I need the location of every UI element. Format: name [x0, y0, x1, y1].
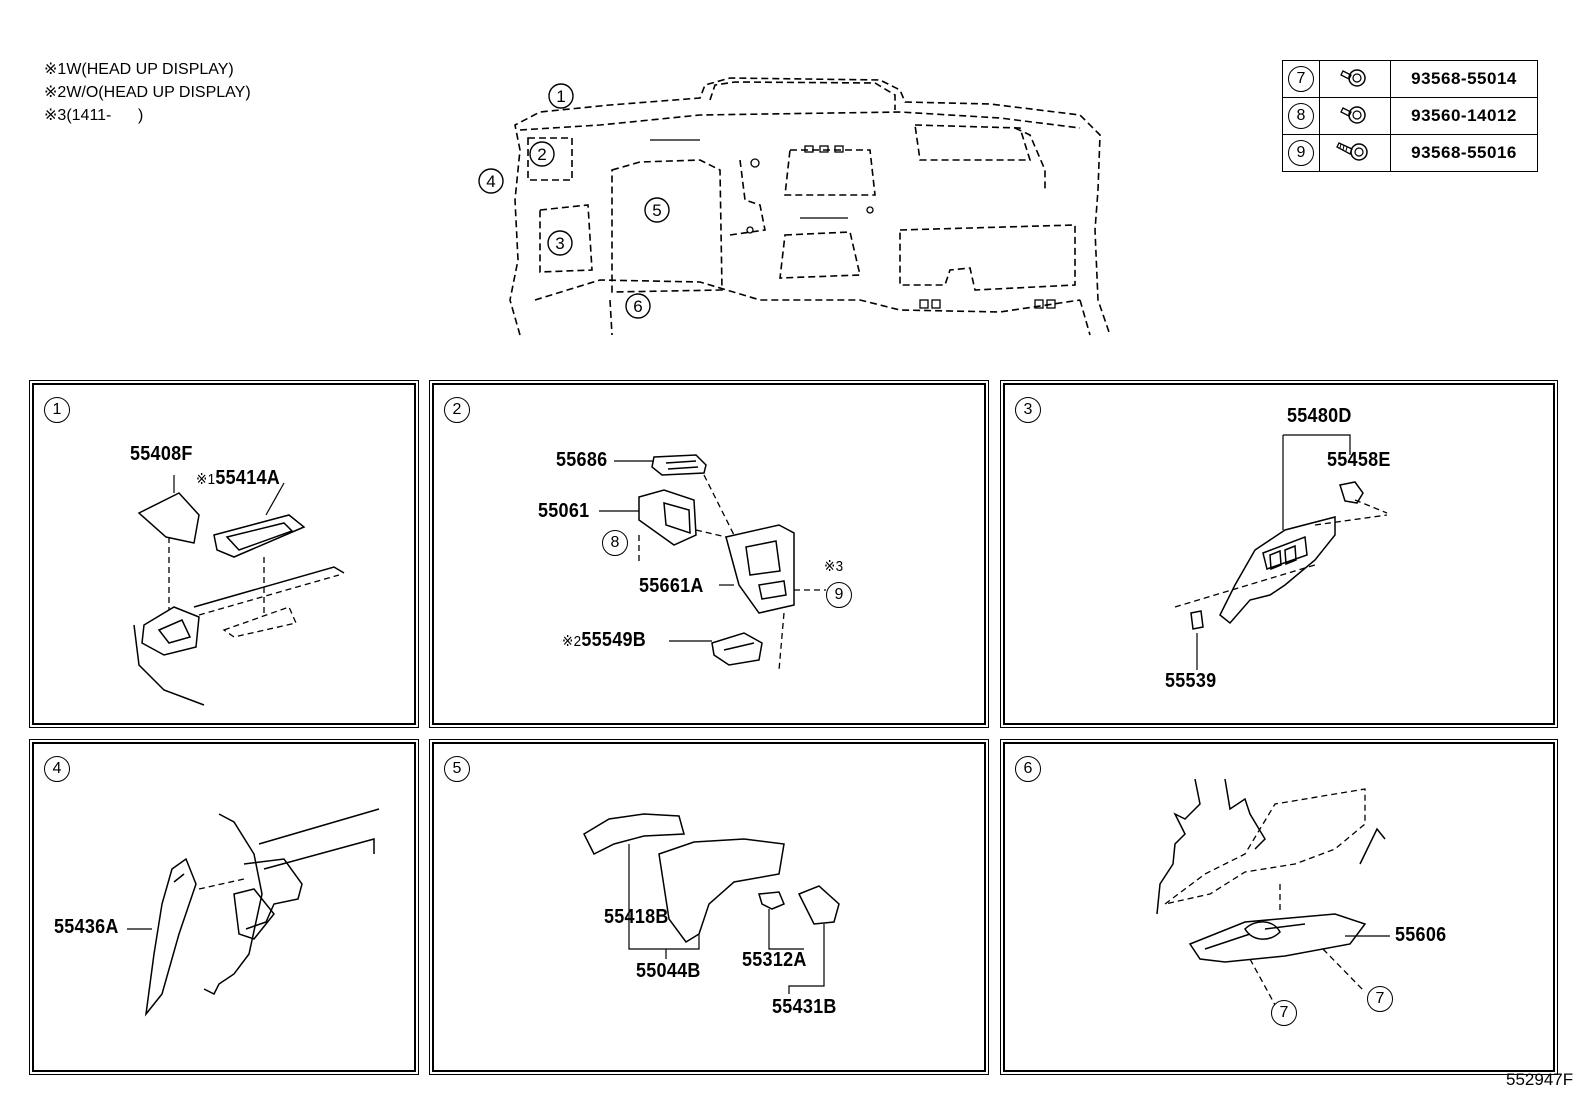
- note-3: ※3(1411- ): [44, 107, 144, 124]
- svg-text:2: 2: [537, 145, 546, 164]
- svg-text:6: 6: [633, 297, 642, 316]
- part-label-55539: 55539: [1165, 670, 1217, 692]
- fastener-ref-9: 9: [826, 582, 852, 608]
- svg-text:5: 5: [652, 201, 661, 220]
- panel-number: 6: [1015, 756, 1041, 782]
- part-label-55686: 55686: [556, 449, 608, 471]
- part-number: 93560-14012: [1390, 97, 1538, 135]
- part-label-55418B: 55418B: [604, 906, 669, 928]
- part-label-55549B: ※255549B: [562, 629, 647, 651]
- panel-number: 4: [44, 756, 70, 782]
- ref-circle: 8: [1288, 103, 1314, 129]
- callout-3: 3: [547, 230, 573, 256]
- ref-circle: 9: [1288, 140, 1314, 166]
- screw-icon: [1336, 141, 1368, 161]
- notes-block: ※1W(HEAD UP DISPLAY) ※2W/O(HEAD UP DISPL…: [44, 58, 251, 127]
- part-label-55606: 55606: [1395, 924, 1447, 946]
- bolt-icon: [1340, 68, 1366, 87]
- callout-2: 2: [529, 141, 555, 167]
- panel-4-drawing: [127, 808, 380, 1017]
- panel-number: 3: [1015, 397, 1041, 423]
- detail-panel-5: 5 55418B 55044B 55312A 55431B: [429, 739, 989, 1075]
- instrument-panel-overview: 1 2 3 4 5 6: [478, 77, 1111, 336]
- part-label-55431B: 55431B: [772, 996, 837, 1018]
- detail-panel-6: 6 55606 7 7: [1000, 739, 1558, 1075]
- part-label-55061: 55061: [538, 500, 590, 522]
- svg-text:4: 4: [486, 172, 495, 191]
- fastener-ref-7: 7: [1367, 986, 1393, 1012]
- diagram-id: 552947F: [1506, 1070, 1574, 1089]
- part-number: 93568-55014: [1390, 60, 1538, 98]
- part-number: 93568-55016: [1390, 134, 1538, 172]
- part-label-55414A: ※155414A: [196, 467, 281, 489]
- svg-text:1: 1: [556, 87, 565, 106]
- detail-panel-1: 1 55408F ※155414A: [29, 380, 419, 728]
- callout-4: 4: [478, 168, 504, 194]
- part-label-55458E: 55458E: [1327, 449, 1391, 471]
- part-label-55408F: 55408F: [130, 443, 193, 465]
- part-label-55436A: 55436A: [54, 916, 119, 938]
- part-label-55661A: 55661A: [639, 575, 704, 597]
- note-1: ※1W(HEAD UP DISPLAY): [44, 61, 234, 78]
- panel-3-drawing: [1174, 434, 1388, 670]
- panel-number: 2: [444, 397, 470, 423]
- note-mark-3: ※3: [824, 558, 844, 575]
- callout-6: 6: [625, 293, 651, 319]
- svg-text:3: 3: [555, 234, 564, 253]
- part-label-55312A: 55312A: [742, 949, 807, 971]
- detail-panel-2: 2 55686 55061 8 ※3 55661A 9 ※255549B: [429, 380, 989, 728]
- detail-panel-4: 4 55436A: [29, 739, 419, 1075]
- ref-circle: 7: [1288, 66, 1314, 92]
- callout-1: 1: [548, 83, 574, 109]
- detail-panel-3: 3 55480D 55458E 55539: [1000, 380, 1558, 728]
- part-label-55044B: 55044B: [636, 960, 701, 982]
- fastener-ref-7: 7: [1271, 1000, 1297, 1026]
- fastener-ref-8: 8: [602, 530, 628, 556]
- panel-number: 1: [44, 397, 70, 423]
- fastener-table: 7 93568-55014 8 93560-14012 9 93568-5501…: [1282, 60, 1538, 172]
- panel-6-drawing: [1156, 778, 1390, 1015]
- part-label-55480D: 55480D: [1287, 405, 1352, 427]
- bolt-icon: [1340, 105, 1366, 124]
- note-2: ※2W/O(HEAD UP DISPLAY): [44, 84, 251, 101]
- panel-1-drawing: [133, 475, 345, 706]
- callout-5: 5: [644, 197, 670, 223]
- panel-2-drawing: [599, 454, 826, 671]
- panel-5-drawing: [583, 813, 840, 994]
- fastener-row: 8 93560-14012: [1282, 97, 1538, 135]
- fastener-row: 9 93568-55016: [1282, 134, 1538, 172]
- fastener-row: 7 93568-55014: [1282, 60, 1538, 98]
- panel-number: 5: [444, 756, 470, 782]
